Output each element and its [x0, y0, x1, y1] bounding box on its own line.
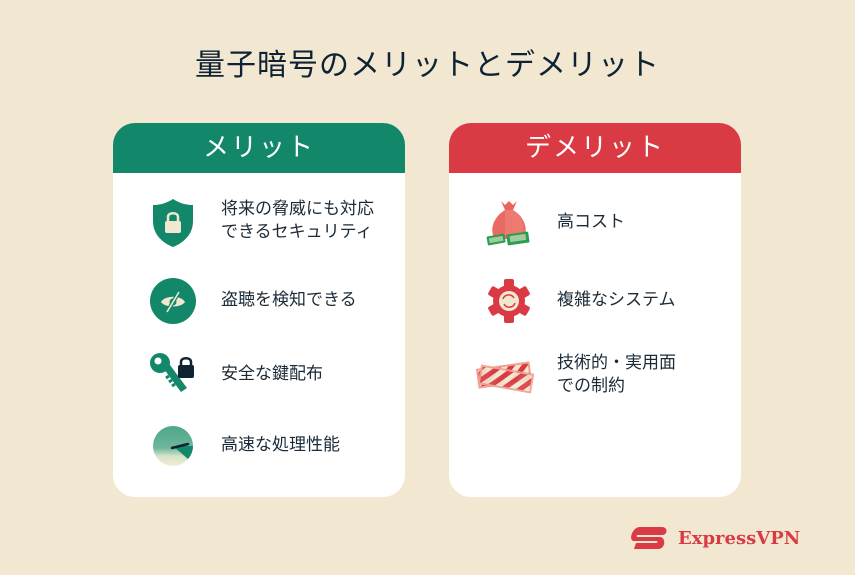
- eye-slash-icon: [145, 273, 201, 329]
- cons-item-label: 高コスト: [557, 212, 625, 232]
- cons-heading: デメリット: [449, 123, 741, 173]
- brand-name: ExpressVPN: [678, 527, 801, 549]
- brand-logo: ExpressVPN: [630, 525, 800, 551]
- gear-icon: [481, 273, 537, 329]
- expressvpn-logo-icon: [631, 527, 667, 549]
- barrier-icon: [475, 348, 535, 404]
- cons-item: 技術的・実用面 での制約: [449, 348, 741, 404]
- cons-card: デメリット 高コスト: [449, 123, 741, 497]
- pros-card: メリット 将来の脅威にも対応 できるセキュリティ 盗聴を検知できる: [113, 123, 405, 497]
- speedometer-icon: [145, 418, 201, 474]
- cons-item: 高コスト: [449, 193, 741, 253]
- key-lock-icon: [145, 347, 201, 403]
- page-title: 量子暗号のメリットとデメリット: [195, 48, 660, 83]
- pros-item: 高速な処理性能: [113, 418, 405, 474]
- pros-item-label: 高速な処理性能: [221, 435, 340, 455]
- money-bag-icon: [481, 195, 537, 251]
- pros-item-label: 盗聴を検知できる: [221, 290, 357, 310]
- pros-heading: メリット: [113, 123, 405, 173]
- pros-item-label: 安全な鍵配布: [221, 364, 323, 384]
- cons-item: 複雑なシステム: [449, 273, 741, 329]
- shield-lock-icon: [145, 195, 201, 251]
- cons-item-label: 技術的・実用面 での制約: [557, 353, 676, 396]
- pros-item-label: 将来の脅威にも対応 できるセキュリティ: [221, 199, 374, 242]
- cons-item-label: 複雑なシステム: [557, 290, 676, 310]
- pros-item: 盗聴を検知できる: [113, 273, 405, 329]
- pros-item: 安全な鍵配布: [113, 347, 405, 403]
- pros-item: 将来の脅威にも対応 できるセキュリティ: [113, 195, 405, 251]
